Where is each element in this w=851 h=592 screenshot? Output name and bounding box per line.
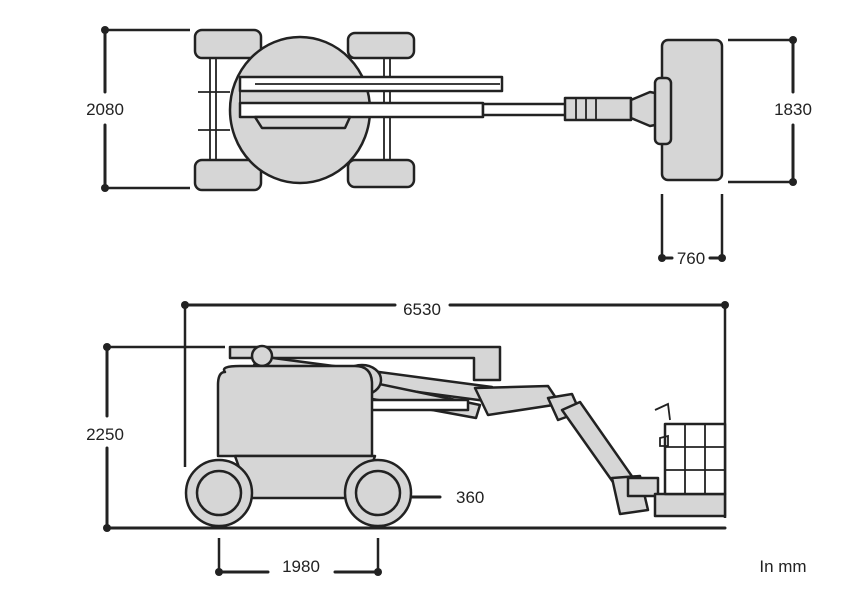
dim-360: 360 xyxy=(410,488,484,507)
dim-760: 760 xyxy=(658,194,726,268)
jib-arm xyxy=(473,384,562,417)
dim-6530: 6530 xyxy=(181,300,729,518)
jib-top xyxy=(481,102,570,117)
control-box xyxy=(654,402,671,447)
dim-1980: 1980 xyxy=(215,538,382,576)
dim-1830: 1830 xyxy=(728,36,812,186)
wheel-front-right xyxy=(346,31,416,60)
boom-link xyxy=(366,398,470,412)
chassis-body xyxy=(216,364,374,458)
label-2080: 2080 xyxy=(86,100,124,119)
dim-2250: 2250 xyxy=(86,343,225,532)
rotator xyxy=(563,96,633,122)
rotator-side xyxy=(626,476,660,498)
platform-bracket xyxy=(653,76,673,146)
label-760: 760 xyxy=(677,249,705,268)
label-6530: 6530 xyxy=(403,300,441,319)
upper-boom-side xyxy=(228,345,502,382)
units-note: In mm xyxy=(759,557,806,576)
wheel-rear-right xyxy=(346,158,416,189)
side-view: 6530 2250 xyxy=(86,300,807,576)
label-2250: 2250 xyxy=(86,425,124,444)
platform-floor xyxy=(653,492,727,518)
wheel-front-left xyxy=(193,28,263,60)
dim-2080: 2080 xyxy=(86,26,190,192)
platform-basket xyxy=(653,402,727,518)
boom-base xyxy=(253,115,352,130)
top-view: 2080 xyxy=(86,26,812,268)
label-360: 360 xyxy=(456,488,484,507)
platform-rail xyxy=(663,422,727,496)
label-1980: 1980 xyxy=(282,557,320,576)
wheel-rear-left xyxy=(193,158,263,192)
lower-boom-top xyxy=(238,101,485,119)
label-1830: 1830 xyxy=(774,100,812,119)
boom-end-pin xyxy=(250,344,274,368)
